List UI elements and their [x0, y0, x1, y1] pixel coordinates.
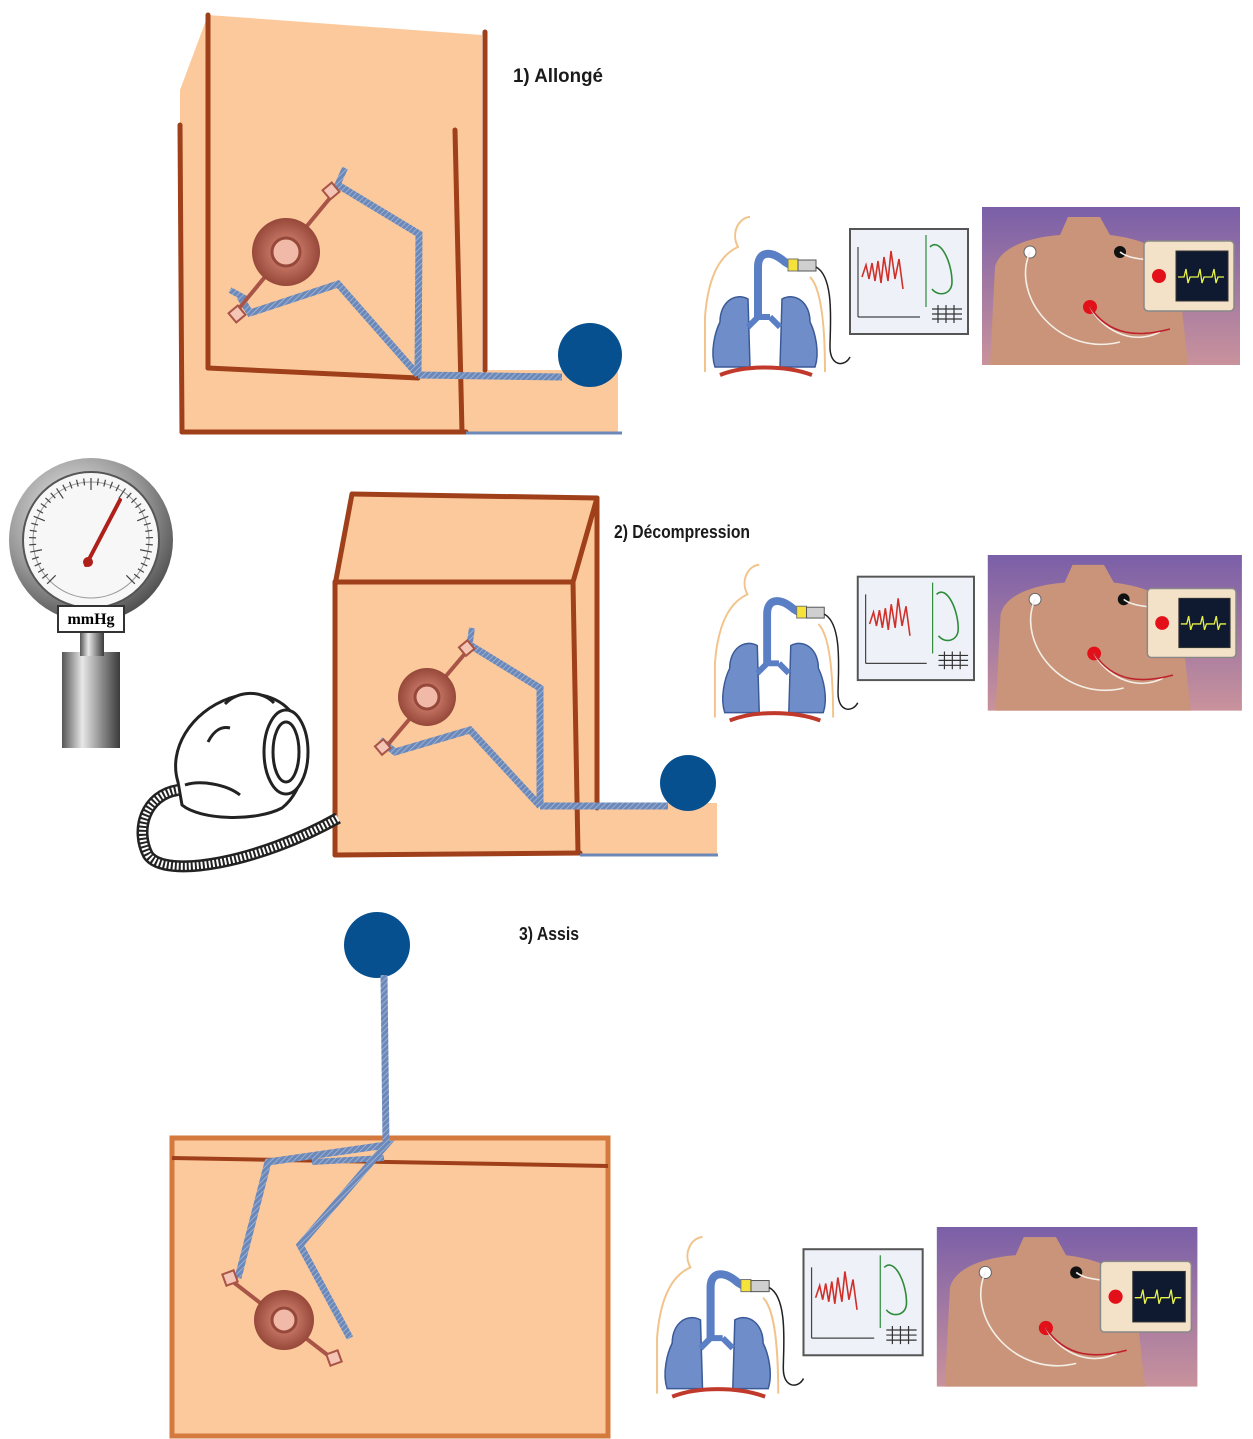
manometer-unit-label: mmHg	[67, 611, 114, 628]
lungs-icon	[705, 217, 825, 375]
electrode-white	[979, 1266, 991, 1278]
lungs-icon	[657, 1237, 778, 1397]
step-2-label: 2) Décompression	[614, 522, 750, 542]
box-body	[335, 494, 717, 855]
pressure-bottle	[344, 912, 410, 978]
spirometry-screen	[858, 577, 974, 680]
mouthpiece-icon	[797, 606, 807, 618]
step2-apparatus	[142, 494, 718, 866]
vacuum-cleaner-icon	[142, 693, 338, 866]
step-3-label: 3) Assis	[519, 924, 579, 944]
spirometry-screen	[850, 229, 968, 334]
manometer-dial	[23, 472, 159, 608]
lungs-icon	[715, 565, 833, 721]
pressure-bottle	[558, 323, 622, 387]
electrode-white	[1029, 593, 1041, 605]
step-1-label: 1) Allongé	[513, 66, 603, 87]
electrode-black	[1118, 593, 1130, 605]
mouthpiece-icon	[788, 259, 798, 271]
measurement-panel-step1	[705, 207, 1240, 375]
measurement-panel-step3	[657, 1227, 1197, 1397]
manometer-stem	[62, 652, 120, 748]
manometer: mmHg	[9, 458, 173, 748]
electrode-black	[1070, 1266, 1082, 1278]
ecg-monitor-icon	[1144, 241, 1234, 311]
ecg-monitor-icon	[1100, 1261, 1191, 1332]
electrode-red	[1039, 1321, 1053, 1335]
measurement-panel-step2	[715, 555, 1242, 720]
spirometry-screen	[804, 1249, 923, 1355]
mouthpiece-icon	[741, 1280, 751, 1292]
pressure-bottle	[660, 755, 716, 811]
ecg-monitor-icon	[1147, 588, 1236, 657]
step3-apparatus	[172, 912, 608, 1436]
